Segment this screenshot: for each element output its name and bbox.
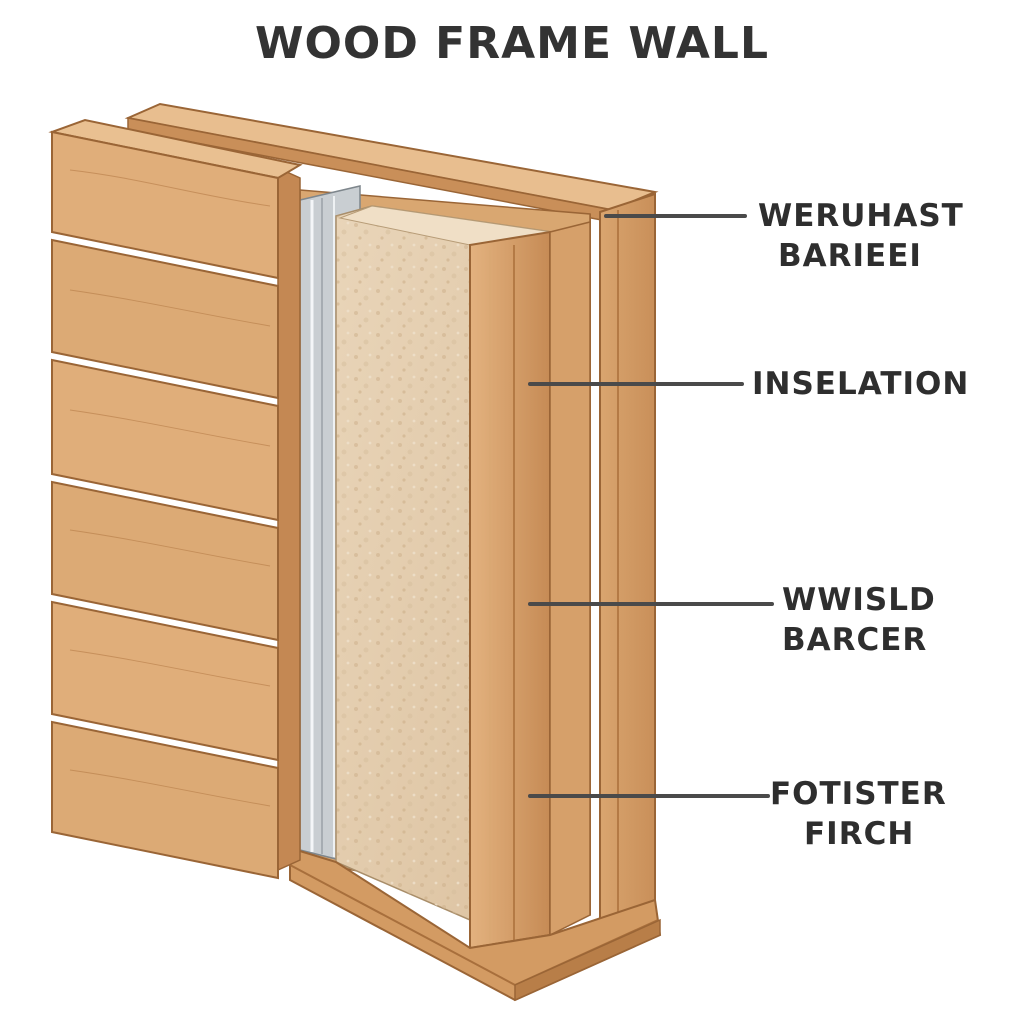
end-stud: [599, 192, 656, 922]
callout-weather-barrier-line2: BARIEEI: [778, 238, 922, 274]
callout-wind-barrier: WWISLD BARCER: [782, 580, 936, 660]
callout-interior-finish-line1: FOTISTER: [770, 776, 947, 812]
callout-wind-barrier-line2: BARCER: [782, 622, 928, 658]
callout-wind-barrier-line1: WWISLD: [782, 582, 936, 618]
front-stud: [469, 230, 551, 950]
callout-insulation: INSELATION: [752, 364, 969, 404]
page-title: WOOD FRAME WALL: [254, 18, 770, 69]
callout-interior-finish: FOTISTER FIRCH: [770, 774, 947, 854]
callout-weather-barrier: WERUHAST BARIEEI: [758, 196, 964, 276]
callout-insulation-line1: INSELATION: [752, 366, 970, 402]
leader-lines: [528, 214, 774, 798]
siding-boards: [48, 118, 303, 880]
callout-weather-barrier-line1: WERUHAST: [758, 198, 964, 234]
callout-interior-finish-line2: FIRCH: [804, 816, 915, 852]
